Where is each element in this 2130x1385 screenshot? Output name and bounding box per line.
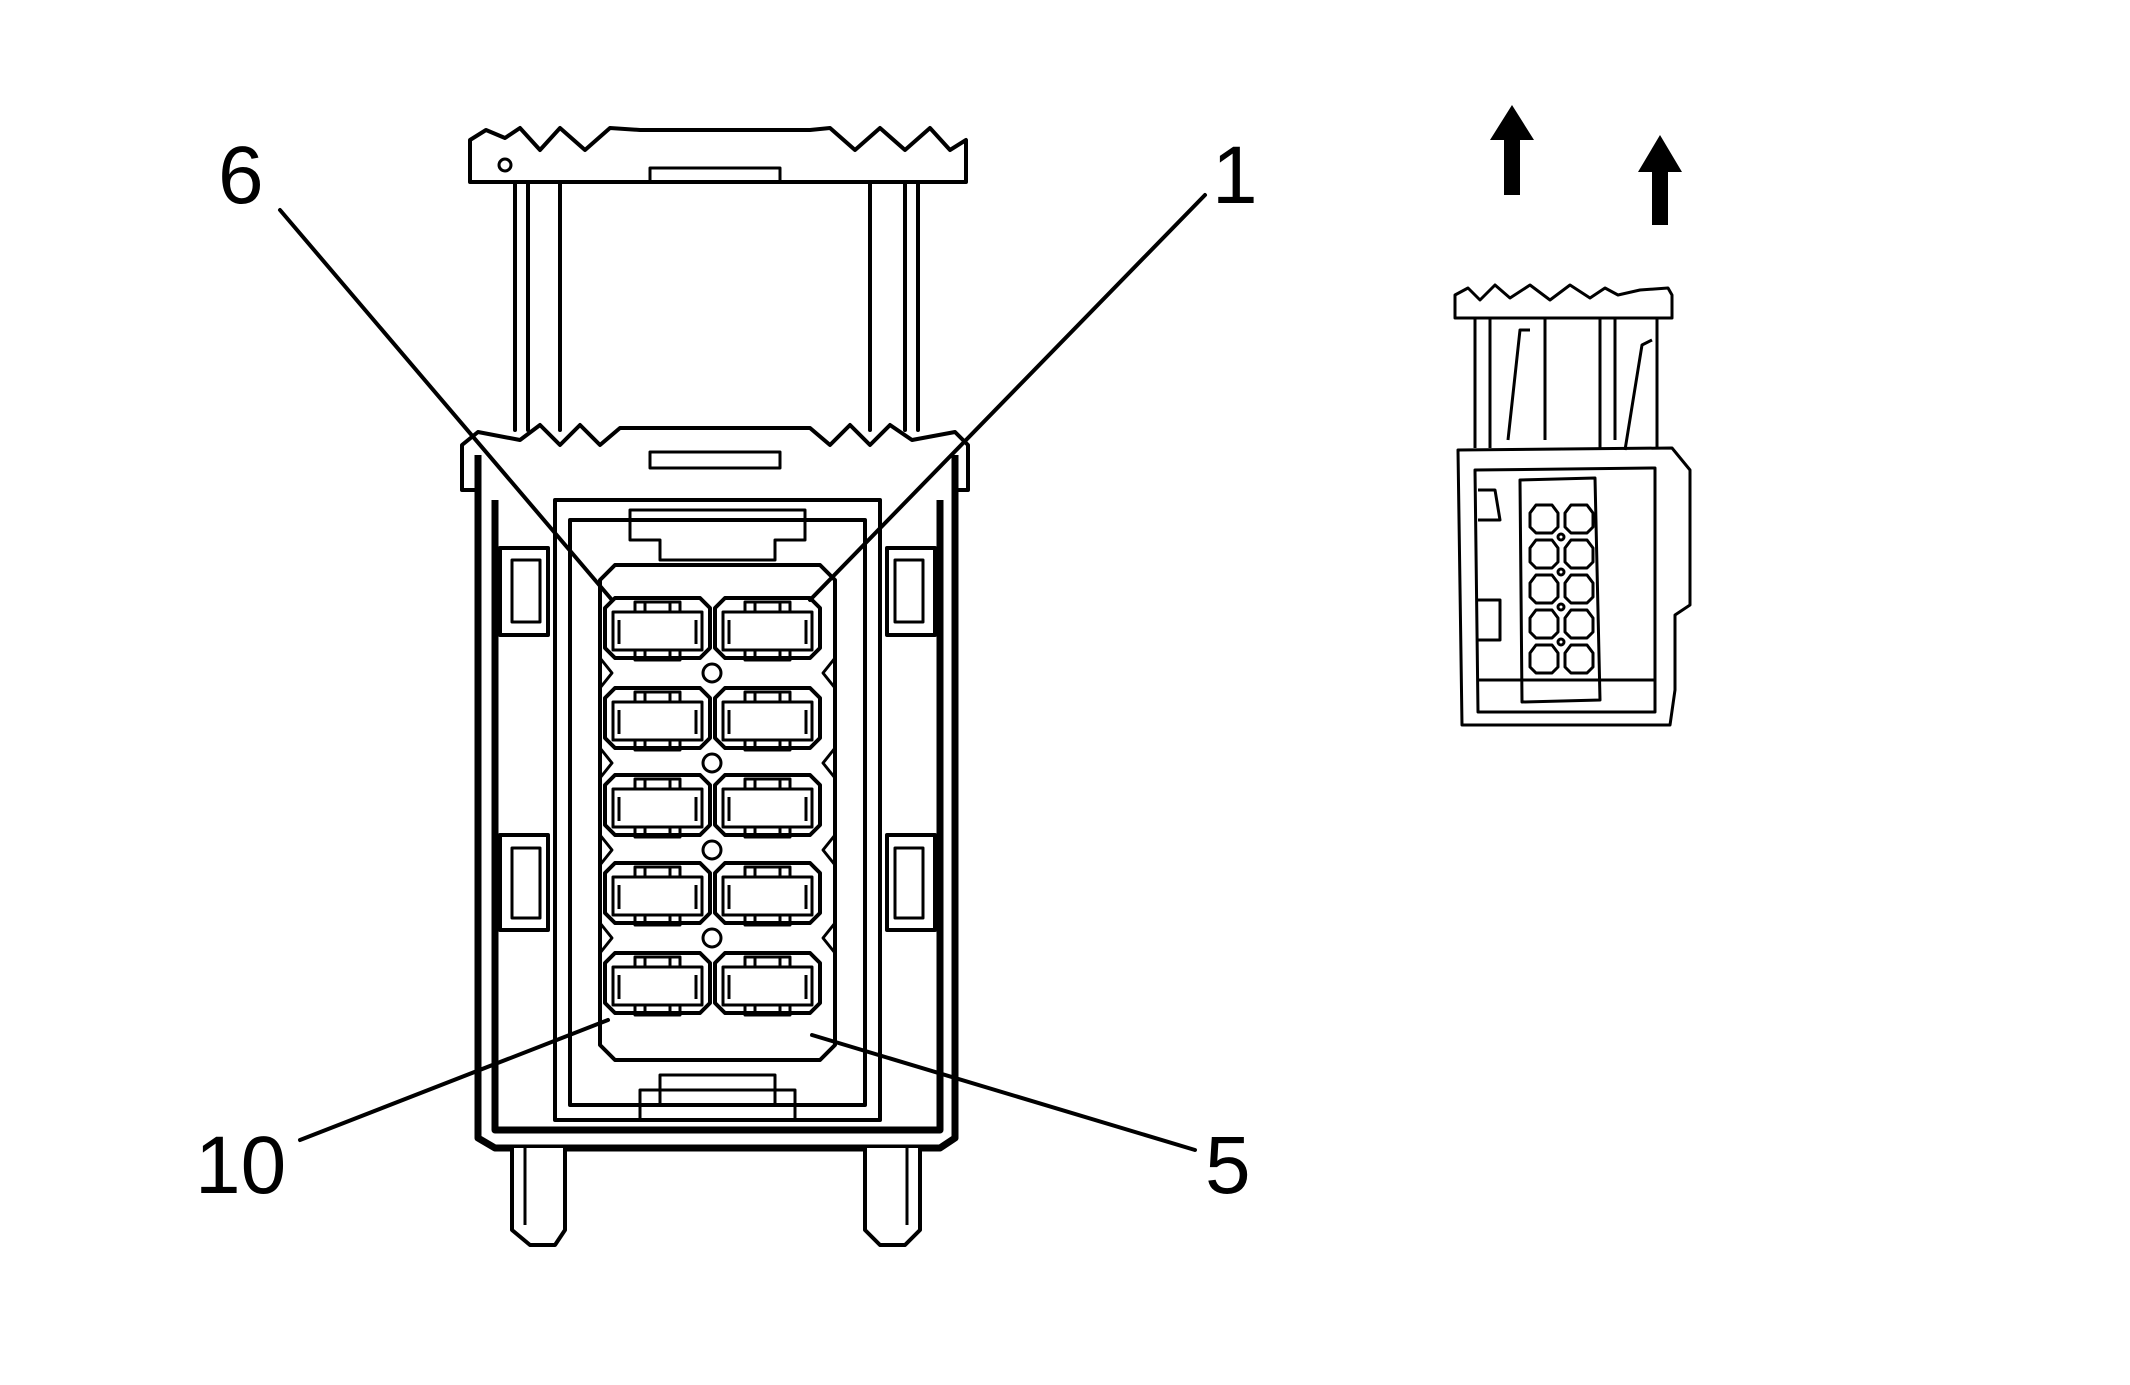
cavity-divider: [598, 747, 614, 779]
keying-hole: [701, 839, 723, 861]
connector-latch: [468, 126, 968, 432]
leader-lines: [278, 193, 1207, 1152]
pin-label-6: 6: [218, 130, 264, 221]
inset-cavity: [1563, 643, 1595, 675]
inset-cavity: [1528, 643, 1560, 675]
keying-hole: [701, 927, 723, 949]
inset-cavity: [1563, 503, 1595, 535]
cavity-divider: [821, 747, 837, 779]
terminal-cavity: [713, 596, 822, 662]
leader-line-6: [278, 208, 614, 602]
up-arrow-icon: [1490, 105, 1534, 195]
inset-cavity: [1563, 573, 1595, 605]
cavity-divider: [598, 834, 614, 866]
keying-hole: [701, 752, 723, 774]
inset-cavity: [1563, 538, 1595, 570]
leader-line-1: [808, 193, 1207, 602]
keying-hole: [701, 662, 723, 684]
pin-label-10: 10: [195, 1120, 287, 1211]
terminal-cavity: [713, 773, 822, 839]
terminal-cavity: [603, 596, 712, 662]
inset-cavity: [1563, 608, 1595, 640]
terminal-cavity: [713, 686, 822, 752]
leader-line-5: [810, 1033, 1197, 1152]
inset-cavity: [1528, 608, 1560, 640]
inset-cavity: [1528, 503, 1560, 535]
cavity-divider: [598, 657, 614, 689]
inset-keying-hole: [1556, 532, 1566, 542]
inset-keying-hole: [1556, 602, 1566, 612]
terminal-cavity: [603, 686, 712, 752]
pin-label-1: 1: [1212, 130, 1258, 221]
terminal-cavities: [598, 596, 837, 1017]
terminal-cavity: [603, 773, 712, 839]
cavity-divider: [821, 922, 837, 954]
terminal-cavity: [603, 861, 712, 927]
cavity-divider: [821, 657, 837, 689]
connector-housing: [460, 423, 970, 1247]
terminal-cavity: [713, 861, 822, 927]
connector-inset-view: [1453, 283, 1692, 727]
inset-keying-hole: [1556, 637, 1566, 647]
cavity-divider: [821, 834, 837, 866]
up-arrow-icon: [1638, 135, 1682, 225]
terminal-cavity: [713, 951, 822, 1017]
inset-cavity: [1528, 538, 1560, 570]
terminal-cavity: [603, 951, 712, 1017]
inset-keying-hole: [1556, 567, 1566, 577]
pin-label-5: 5: [1205, 1120, 1251, 1211]
inset-terminal-cavities: [1528, 503, 1595, 675]
cavity-divider: [598, 922, 614, 954]
leader-line-10: [298, 1018, 610, 1142]
inset-cavity: [1528, 573, 1560, 605]
